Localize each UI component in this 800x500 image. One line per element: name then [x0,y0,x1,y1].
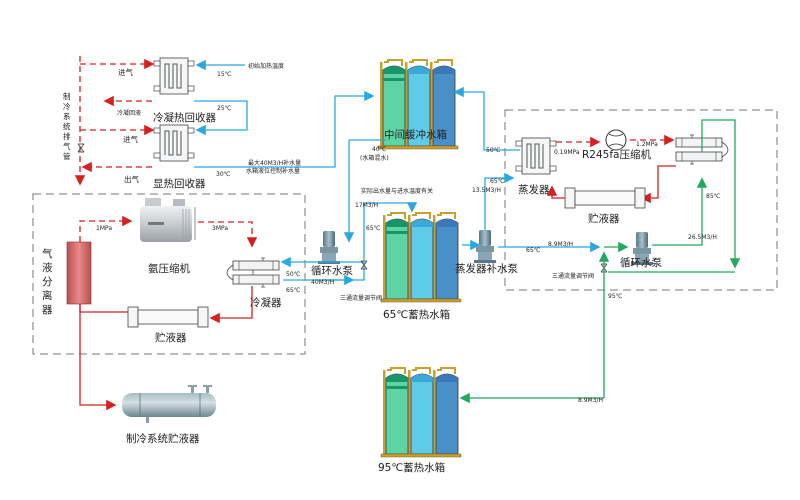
ammonia-compressor-icon [140,198,196,242]
temp-50-b-label: 50℃ [486,147,501,154]
receiver-right-label: 贮液器 [588,212,620,225]
compressor-suction-line [79,215,133,242]
condensing-heat-recovery-icon [153,57,195,95]
inlet-gas-label-1: 进气 [118,67,133,77]
condenser-label: 冷凝器 [250,296,282,309]
pressure-3mpa-label: 3MPa [212,225,228,232]
tank-95-icon [380,367,462,458]
condenser-return-line [283,262,365,281]
svg-text:统: 统 [63,121,71,131]
receiver-right-icon [564,187,646,209]
circ-pump-right-label: 循环水泵 [620,256,662,269]
svg-text:系: 系 [63,111,71,121]
temp-65-d-label: 65℃ [526,247,541,254]
tank-65-inflow-line [363,202,418,260]
hot-water-return-line [701,119,741,269]
svg-text:液: 液 [42,261,53,274]
svg-text:气: 气 [42,247,53,260]
svg-text:离: 离 [42,289,53,302]
sensible-heat-recovery-icon [153,124,195,162]
temp-65-b-label: 65℃ [286,287,301,294]
outlet-gas-label: 出气 [124,174,139,184]
receiver-left-label: 贮液器 [155,331,187,344]
intermediate-water-line [194,100,248,136]
ammonia-system-boundary [32,193,306,355]
r245fa-compressor-label: R245fa压缩机 [582,148,651,161]
r245fa-system-boundary [504,109,778,291]
gas-liquid-separator-label: 气 液 分 离 器 [42,247,53,316]
evaporator-icon [515,137,557,175]
temp-85-label: 85℃ [706,193,721,200]
refrig-receiver-label: 制冷系统贮液器 [126,432,200,445]
condensate-return-label: 冷凝回液 [117,109,141,117]
temp-65-a-label: 65℃ [366,225,381,232]
evaporator-makeup-pump-icon[interactable] [474,230,496,263]
flow-8-9-a-label: 8.9M3/H [548,241,573,248]
pressure-019-label: 0.19MPa [554,149,580,156]
three-way-valve-left-label: 三通流量调节阀 [340,294,382,302]
gas-liquid-separator-icon [66,241,92,305]
svg-text:冷: 冷 [63,101,71,111]
circ-pump-left-label: 循环水泵 [311,264,353,277]
temp-65-c-label: 65℃ [490,178,505,185]
makeup-note-1: 最大40M3/H补水量 [248,159,301,167]
ammonia-compressor-label: 氨压缩机 [148,262,190,275]
condensing-heat-recovery-label: 冷凝热回收器 [153,111,216,124]
tank-95-label: 95℃蓄热水箱 [378,461,445,474]
buffer-tank-label: 中间缓冲水箱 [384,128,447,141]
receiver-left-icon [127,306,209,328]
hot-water-supply-line [652,177,708,246]
temp-40-note: (水箱混水) [360,154,389,162]
flow-13-5-label: 13.5M3/H [472,187,501,194]
tank-65-label: 65℃蓄热水箱 [383,308,450,321]
flow-26-5-label: 26.5M3/H [688,234,717,241]
pressure-1mpa-label: 1MPa [96,225,112,232]
svg-text:排: 排 [63,131,71,141]
evap-makeup-pump-label: 蒸发器补水泵 [455,262,518,275]
condenser-to-receiver-line [209,286,253,324]
svg-text:气: 气 [63,141,71,151]
r245fa-compressor-icon [605,129,627,151]
temp-25-label: 25℃ [217,105,232,112]
temp-95-label: 95℃ [608,293,623,300]
initial-temp-label: 初始加热温度 [248,62,284,70]
tank-65-icon [380,212,462,303]
svg-text:分: 分 [42,276,53,288]
flow-8-9-b-label: 8.9M3/H [578,397,603,404]
temp-15-label: 15℃ [217,71,232,78]
evaporator-label: 蒸发器 [518,183,550,196]
exhaust-valve-icon[interactable] [77,143,85,153]
r245fa-condenser-to-receiver-line [640,165,676,204]
three-way-valve-right-label: 三通流量调节阀 [552,272,594,280]
refrigeration-receiver-icon [122,385,216,423]
makeup-water-line [194,90,375,168]
flow-17-label: 17M3/H [355,202,378,209]
receiver-to-evaporator-line [546,185,565,199]
flow-40-label: 40M3/H [311,279,334,286]
evaporator-return-line [453,86,520,151]
actual-outflow-note: 实际出水量与进水温度有关 [361,187,433,195]
pressure-12-label: 1.2MPa [636,141,658,148]
to-refrig-receiver-line [79,304,117,411]
temp-40-label: 40℃ [372,146,387,153]
condenser-icon [226,257,280,288]
inlet-gas-label-2: 进气 [123,134,138,144]
exhaust-pipe-label: 制 冷 系 统 排 气 管 [63,91,71,161]
compressor-discharge-line [198,221,258,248]
sensible-heat-recovery-label: 显热回收器 [153,177,206,190]
svg-text:管: 管 [63,151,71,161]
makeup-note-2: 水箱液位控制补水量 [246,167,300,175]
temp-50-a-label: 50℃ [286,271,301,278]
svg-text:制: 制 [63,91,71,101]
circulating-pump-left-icon[interactable] [318,231,340,264]
evaporator-supply-line [484,172,515,230]
temp-30-label: 30℃ [216,171,231,178]
svg-text:器: 器 [42,304,53,316]
